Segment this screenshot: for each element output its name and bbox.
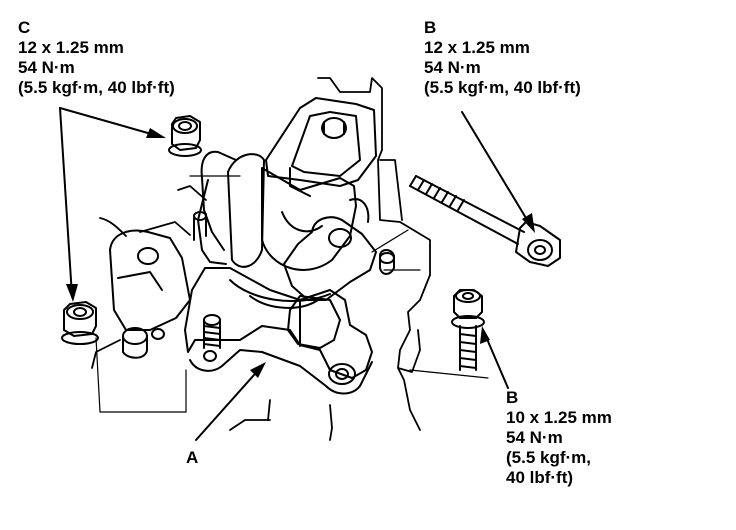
callout-b-bottom-size: 10 x 1.25 mm bbox=[506, 408, 612, 427]
mount-body bbox=[197, 150, 370, 271]
flange-nut-top bbox=[168, 115, 202, 157]
leader-b-top bbox=[461, 111, 533, 229]
construction-lines bbox=[95, 337, 187, 413]
flange-nut-left bbox=[61, 301, 99, 345]
arrowhead-c-left bbox=[66, 284, 78, 302]
leader-lines bbox=[59, 107, 533, 441]
stud-bolt-right bbox=[379, 249, 395, 275]
callout-b-top-torque: 54 N·m bbox=[424, 58, 481, 77]
callout-b-bottom-letter: B bbox=[506, 388, 519, 407]
callout-b-top-letter: B bbox=[424, 18, 437, 37]
long-bolt-b bbox=[409, 175, 561, 267]
upper-bracket bbox=[265, 97, 377, 197]
callout-c: C 12 x 1.25 mm 54 N·m (5.5 kgf·m, 40 lbf… bbox=[18, 18, 175, 98]
leader-c-top bbox=[59, 107, 163, 138]
callout-b-bottom-torque: 54 N·m bbox=[506, 428, 563, 447]
callout-b-bottom-torque-alt-2: 40 lbf·ft) bbox=[506, 468, 574, 487]
leader-a bbox=[195, 365, 263, 441]
callout-b-top-torque-alt: (5.5 kgf·m, 40 lbf·ft) bbox=[424, 78, 581, 97]
callout-c-letter: C bbox=[18, 18, 31, 37]
stud-bolt-upper bbox=[193, 211, 207, 241]
callout-c-size: 12 x 1.25 mm bbox=[18, 38, 124, 57]
center-lines bbox=[189, 175, 489, 379]
callout-c-torque-alt: (5.5 kgf·m, 40 lbf·ft) bbox=[18, 78, 175, 97]
mount-arm bbox=[283, 216, 377, 349]
callout-a-letter: A bbox=[186, 448, 199, 467]
callout-b-top: B 12 x 1.25 mm 54 N·m (5.5 kgf·m, 40 lbf… bbox=[424, 18, 581, 98]
arrowheads bbox=[66, 128, 535, 378]
callout-b-bottom-torque-alt-1: (5.5 kgf·m, bbox=[506, 448, 592, 467]
arrowhead-b-bottom bbox=[480, 326, 490, 344]
arrowhead-b-top bbox=[522, 213, 535, 233]
arrowhead-c-top bbox=[146, 128, 166, 138]
engine-side-bracket bbox=[109, 229, 191, 359]
vertical-bolt-b bbox=[451, 289, 485, 371]
leader-b-bottom bbox=[483, 331, 509, 389]
callout-b-bottom: B 10 x 1.25 mm 54 N·m (5.5 kgf·m, 40 lbf… bbox=[506, 388, 612, 488]
frame-outline bbox=[91, 77, 431, 441]
arrowhead-a bbox=[250, 362, 266, 378]
callout-a: A bbox=[186, 448, 198, 468]
stud-bolt-left bbox=[203, 314, 221, 349]
callout-b-top-size: 12 x 1.25 mm bbox=[424, 38, 530, 57]
callout-c-torque: 54 N·m bbox=[18, 58, 75, 77]
leader-c-left bbox=[59, 107, 73, 297]
